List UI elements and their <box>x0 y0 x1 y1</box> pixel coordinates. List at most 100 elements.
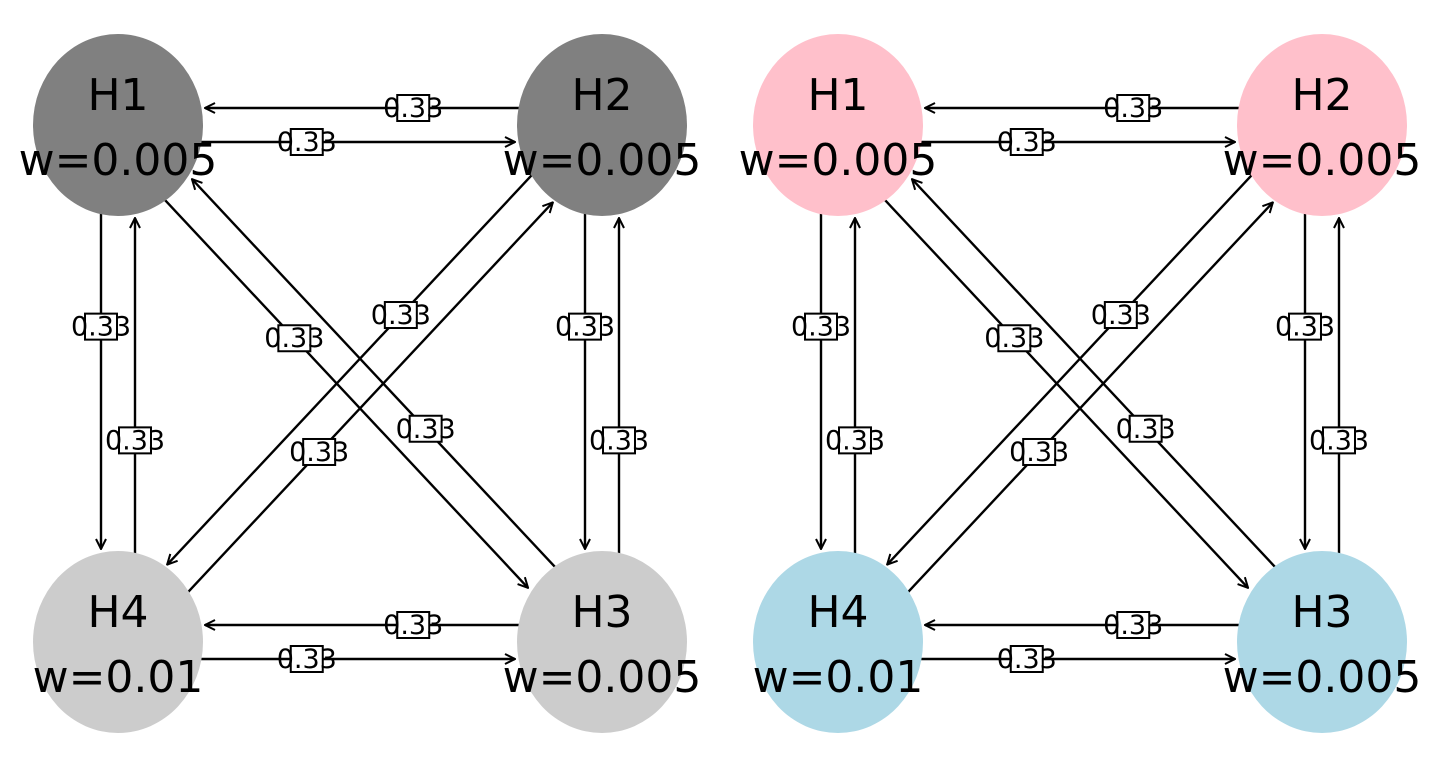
edge-label-box <box>408 414 443 443</box>
node-circle[interactable] <box>517 34 687 216</box>
node-circle[interactable] <box>517 551 687 733</box>
node-circle[interactable] <box>33 34 203 216</box>
node-h3[interactable]: H3 w=0.005 <box>1223 551 1422 733</box>
edge-label-box <box>289 128 324 156</box>
node-name-label: H1 <box>807 70 868 121</box>
node-h1[interactable]: H1 w=0.005 <box>19 34 218 216</box>
graph-panel-left: H1w=0.005H2w=0.005H3w=0.005H4w=0.010.330… <box>19 34 702 733</box>
edge-label-text: 0.33 <box>1103 610 1163 641</box>
node-name-label: H4 <box>807 587 868 638</box>
edge-label-text: 0.33 <box>589 425 649 456</box>
edge-h3-to-h1 <box>192 179 558 570</box>
edge-label-text: 0.33 <box>105 425 165 456</box>
node-name-label: H2 <box>571 70 632 121</box>
node-h2[interactable]: H2 w=0.005 <box>503 34 702 216</box>
edge-label-text: 0.33 <box>1091 300 1151 331</box>
edge-label-box <box>1128 414 1163 443</box>
edge-label-box <box>997 324 1032 353</box>
edge-label-text: 0.33 <box>984 323 1044 354</box>
node-circle[interactable] <box>33 551 203 733</box>
edge-label-box <box>289 645 324 673</box>
node-name-label: H3 <box>1291 587 1352 638</box>
node-h4[interactable]: H4 w=0.01 <box>753 551 924 733</box>
edge-label-h3-h1: 0.33 <box>396 414 456 445</box>
edge-label-h4-h1: 0.33 <box>105 425 165 456</box>
node-circle[interactable] <box>753 551 923 733</box>
edge-label-text: 0.33 <box>383 610 443 641</box>
edges-layer <box>101 108 619 659</box>
node-weight-label: w=0.01 <box>753 652 924 703</box>
edge-label-box <box>1022 437 1057 466</box>
node-name-label: H2 <box>1291 70 1352 121</box>
edge-label-box <box>804 312 838 341</box>
edge-label-box <box>84 312 118 341</box>
edge-label-h3-h4: 0.33 <box>1103 610 1163 641</box>
edge-label-box <box>568 312 602 341</box>
edge-label-h4-h3: 0.33 <box>997 644 1057 675</box>
edge-label-box <box>118 426 152 455</box>
edge-label-text: 0.33 <box>264 323 324 354</box>
edges-layer <box>821 108 1339 659</box>
node-weight-label: w=0.005 <box>19 135 218 186</box>
edge-label-box <box>602 426 636 455</box>
edge-label-box <box>1116 94 1151 122</box>
node-weight-label: w=0.005 <box>1223 652 1422 703</box>
edge-label-text: 0.33 <box>997 644 1057 675</box>
edge-label-h1-h2: 0.33 <box>997 127 1057 158</box>
node-circle[interactable] <box>1237 34 1407 216</box>
node-weight-label: w=0.01 <box>33 652 204 703</box>
node-h3[interactable]: H3 w=0.005 <box>503 551 702 733</box>
edge-label-h2-h3: 0.33 <box>555 312 615 343</box>
edge-label-text: 0.33 <box>371 300 431 331</box>
edge-label-h2-h4: 0.33 <box>1091 300 1151 331</box>
edge-label-h1-h3: 0.33 <box>984 323 1044 354</box>
edge-label-text: 0.33 <box>383 93 443 124</box>
node-circle[interactable] <box>753 34 923 216</box>
node-h1[interactable]: H1 w=0.005 <box>739 34 938 216</box>
edge-label-h1-h4: 0.33 <box>71 312 131 343</box>
edge-label-box <box>277 324 312 353</box>
edge-label-box <box>1322 426 1356 455</box>
edge-label-box <box>1009 645 1044 673</box>
node-name-label: H4 <box>87 587 148 638</box>
node-name-label: H1 <box>87 70 148 121</box>
edge-labels-layer: 0.33 0.33 0.33 0.33 0.33 0.33 0.33 0.33 0.33 0.33… <box>71 93 649 675</box>
edge-label-h4-h1: 0.33 <box>825 425 885 456</box>
edge-label-box <box>1103 301 1138 330</box>
node-circle[interactable] <box>1237 551 1407 733</box>
edge-label-h3-h1: 0.33 <box>1116 414 1176 445</box>
node-h2[interactable]: H2w=0.005 <box>1223 34 1422 216</box>
edge-label-text: 0.33 <box>791 312 851 343</box>
node-h4[interactable]: H4 w=0.01 <box>33 551 204 733</box>
edge-h4-to-h2 <box>906 202 1273 594</box>
edge-h2-to-h4 <box>167 173 534 565</box>
edge-label-text: 0.33 <box>71 312 131 343</box>
edge-label-h2-h3: 0.33 <box>1275 312 1335 343</box>
node-weight-label: w=0.005 <box>503 652 702 703</box>
node-name-label: H3 <box>571 587 632 638</box>
edge-label-text: 0.33 <box>1275 312 1335 343</box>
edge-h1-to-h3 <box>882 197 1248 588</box>
edge-h4-to-h2 <box>186 202 553 594</box>
edge-h3-to-h1 <box>912 179 1278 570</box>
node-weight-label: w=0.005 <box>503 135 702 186</box>
edge-label-box <box>302 437 337 466</box>
edge-label-text: 0.33 <box>277 127 337 158</box>
edge-label-h3-h2: 0.33 <box>589 425 649 456</box>
edge-label-h4-h2: 0.33 <box>289 437 349 468</box>
edge-label-h3-h4: 0.33 <box>383 610 443 641</box>
edge-label-h4-h2: 0.33 <box>1009 437 1069 468</box>
edge-label-text: 0.33 <box>1116 414 1176 445</box>
edge-h1-to-h3 <box>162 197 528 588</box>
graph-panel-right: H1w=0.005H2w=0.005H3w=0.005H4w=0.010.330… <box>739 34 1422 733</box>
edge-label-box <box>1288 312 1322 341</box>
edge-label-text: 0.33 <box>555 312 615 343</box>
node-weight-label: w=0.005 <box>739 135 938 186</box>
edge-labels-layer: 0.33 0.33 0.33 0.33 0.33 0.33 0.33 0.33 0.33 0.33… <box>791 93 1369 675</box>
edge-label-box <box>838 426 872 455</box>
edge-label-h2-h4: 0.33 <box>371 300 431 331</box>
edge-label-text: 0.33 <box>1009 437 1069 468</box>
edge-h2-to-h4 <box>887 173 1254 565</box>
